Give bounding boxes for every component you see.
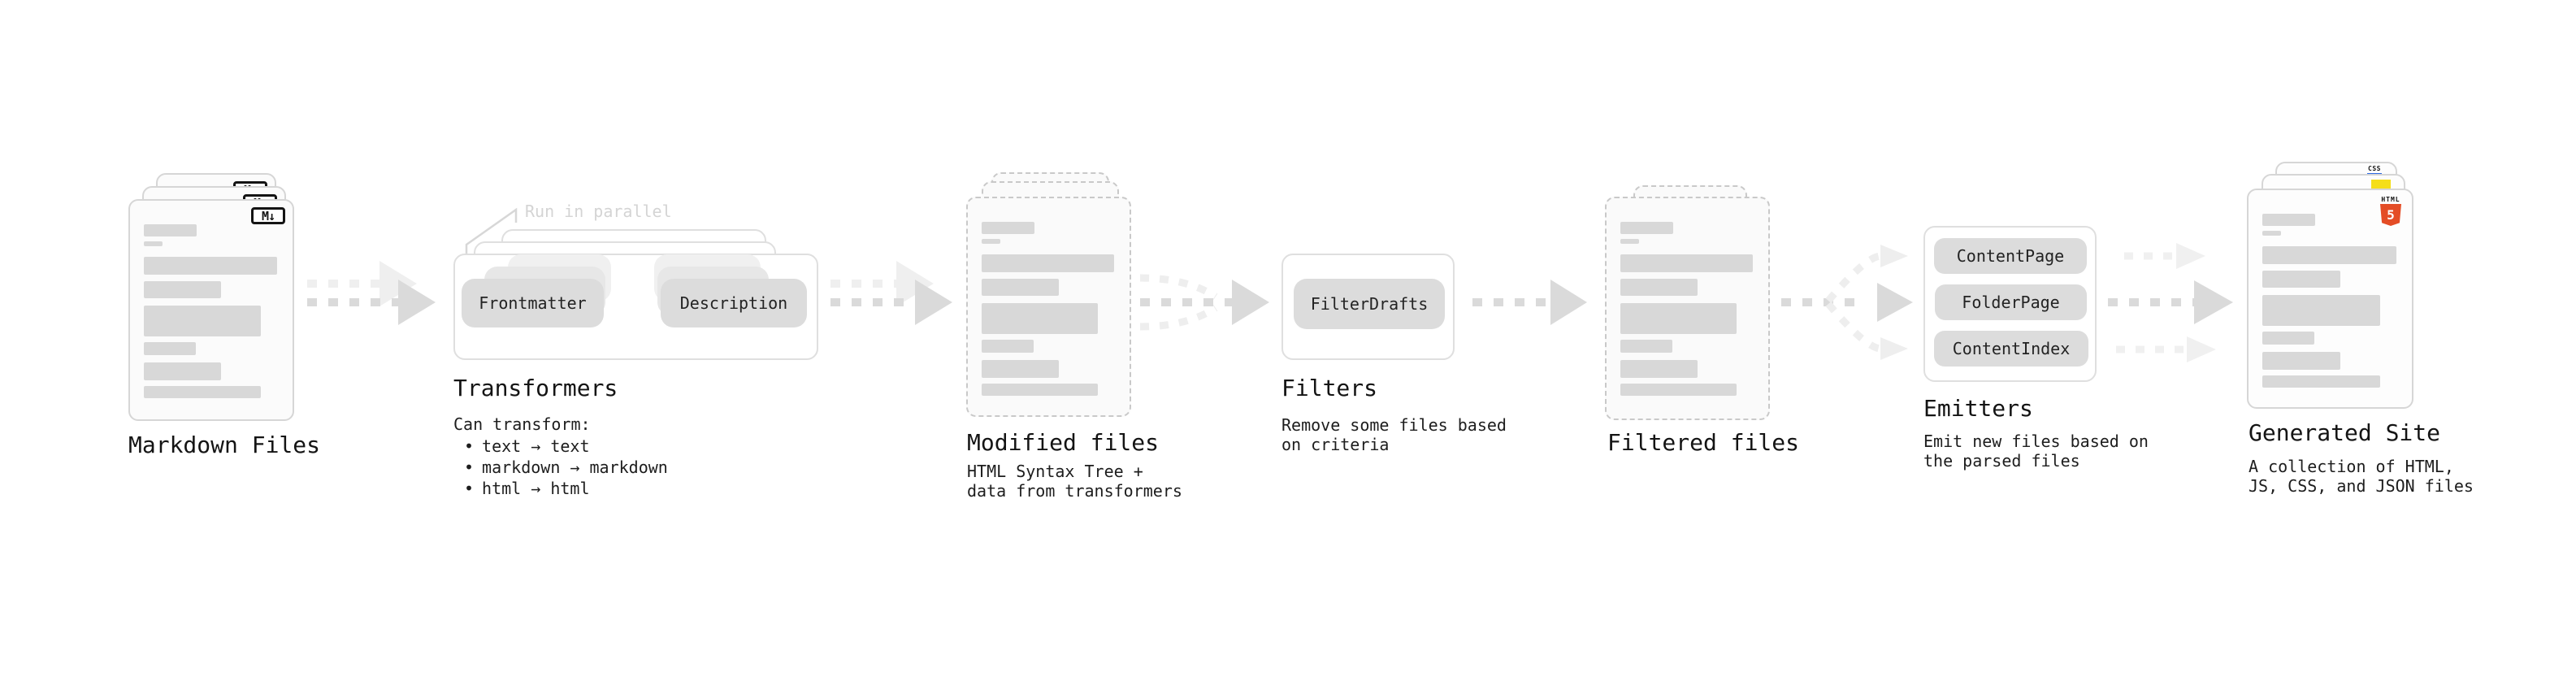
html5-icon-label: HTML	[2381, 196, 2400, 203]
modified-files-title: Modified files	[967, 429, 1160, 456]
doc-content-placeholder	[982, 222, 1114, 396]
modified-files-subtitle: HTML Syntax Tree + data from transformer…	[967, 462, 1182, 501]
bullet-item: • markdown → markdown	[453, 457, 668, 478]
html5-icon-number: 5	[2387, 207, 2395, 223]
css-icon-label: CSS	[2368, 165, 2381, 172]
subtitle-line: A collection of HTML,	[2249, 457, 2454, 476]
subtitle-line: on criteria	[1281, 435, 1390, 454]
bullet-glyph: •	[464, 436, 475, 456]
doc-content-placeholder	[2262, 214, 2396, 388]
run-in-parallel-note: Run in parallel	[525, 202, 672, 221]
arrow-transformers-to-modified	[830, 261, 952, 325]
filters-title: Filters	[1281, 375, 1378, 401]
emitters-subtitle: Emit new files based on the parsed files	[1923, 432, 2149, 471]
subtitle-line: data from transformers	[967, 481, 1182, 501]
bullet-item: • text → text	[453, 436, 668, 457]
emitters-title: Emitters	[1923, 395, 2033, 422]
emitter-node-contentpage: ContentPage	[1934, 238, 2087, 274]
filtered-file-card-front	[1605, 197, 1770, 420]
markdown-files-title: Markdown Files	[128, 432, 321, 458]
doc-content-placeholder	[1620, 222, 1753, 396]
bullet-item: • html → html	[453, 478, 668, 499]
arrow-filters-to-filtered	[1472, 280, 1587, 325]
transformer-node-description: Description	[661, 279, 807, 327]
html5-icon-shield: 5	[2380, 204, 2401, 226]
arrow-modified-to-filters	[1139, 274, 1269, 331]
emitter-node-contentindex: ContentIndex	[1934, 331, 2088, 367]
markdown-icon: M↓	[251, 207, 285, 224]
bullet-glyph: •	[464, 458, 475, 477]
markdown-icon-label: M↓	[261, 208, 275, 223]
generated-site-subtitle: A collection of HTML, JS, CSS, and JSON …	[2249, 457, 2474, 496]
subtitle-line: HTML Syntax Tree +	[967, 462, 1143, 481]
emitter-node-folderpage: FolderPage	[1935, 284, 2087, 320]
arrow-filtered-to-emitters	[1781, 245, 1913, 360]
transformers-title: Transformers	[453, 375, 618, 401]
filters-subtitle: Remove some files based on criteria	[1281, 415, 1507, 454]
modified-file-card-front	[966, 197, 1131, 417]
arrow-markdown-to-transformers	[307, 261, 436, 325]
subtitle-line: the parsed files	[1923, 451, 2080, 471]
transformer-node-frontmatter: Frontmatter	[462, 279, 604, 327]
transformers-bullet-list: • text → text • markdown → markdown • ht…	[453, 436, 668, 499]
markdown-file-card-front: M↓	[128, 199, 294, 421]
transformers-description-heading: Can transform:	[453, 414, 591, 434]
bullet-text: html → html	[482, 479, 590, 498]
subtitle-line: Remove some files based	[1281, 415, 1507, 435]
arrow-emitters-to-site	[2108, 243, 2233, 362]
html5-icon: HTML 5	[2380, 196, 2401, 226]
site-file-card-html: HTML 5	[2247, 189, 2413, 409]
bullet-glyph: •	[464, 479, 475, 498]
filtered-files-title: Filtered files	[1607, 429, 1800, 456]
subtitle-line: Emit new files based on	[1923, 432, 2149, 451]
bullet-text: text → text	[482, 436, 590, 456]
filter-node-filterdrafts: FilterDrafts	[1294, 279, 1445, 329]
subtitle-line: JS, CSS, and JSON files	[2249, 476, 2474, 496]
doc-content-placeholder	[144, 224, 277, 398]
generated-site-title: Generated Site	[2249, 419, 2441, 446]
bullet-text: markdown → markdown	[482, 458, 668, 477]
